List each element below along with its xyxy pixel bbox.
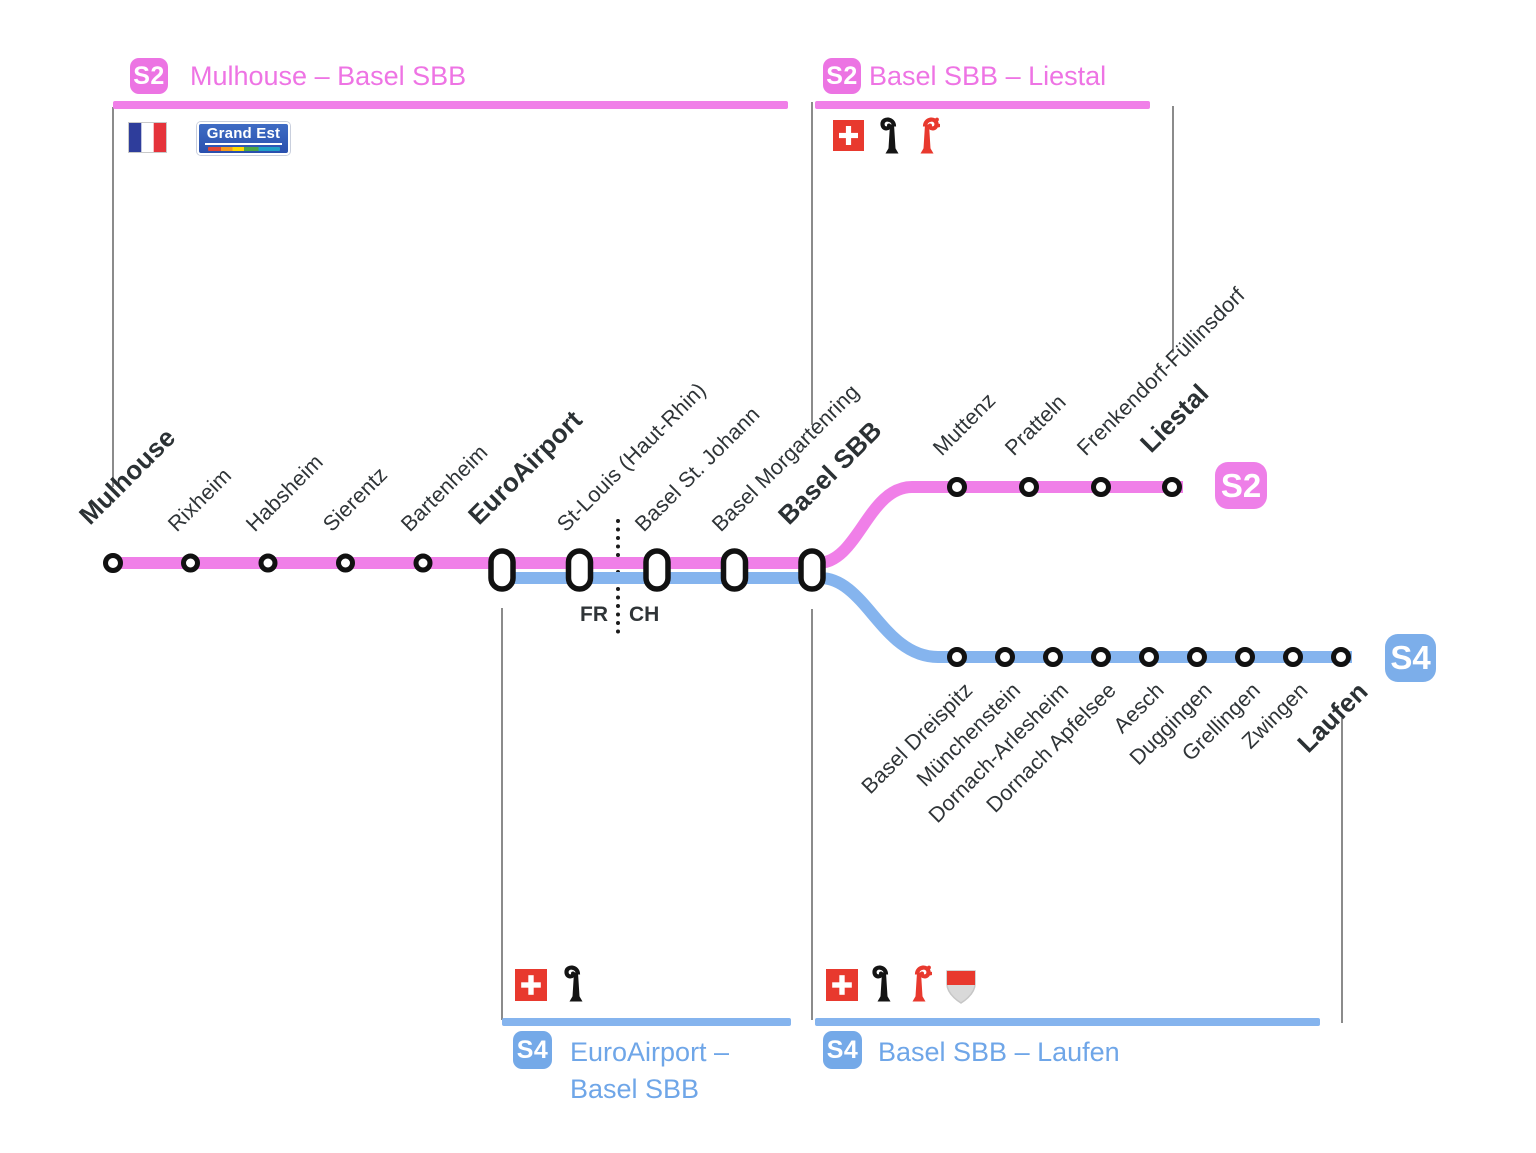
- arms-basel-landschaft-icon: [908, 964, 933, 1008]
- border-label-fr: FR: [580, 603, 608, 626]
- station-marker-dornach-apfelsee: [1091, 647, 1111, 667]
- station-marker-dornach-arlesheim: [1043, 647, 1063, 667]
- station-marker-stlouis: [565, 548, 594, 592]
- s4-header-title-right: Basel SBB – Laufen: [878, 1037, 1120, 1067]
- s2-header-rule-left: [113, 101, 788, 109]
- station-marker-habsheim: [258, 553, 278, 573]
- s4-line-end-badge: S4: [1385, 634, 1436, 682]
- arms-basel-stadt-icon: [879, 116, 903, 160]
- station-marker-rixheim: [181, 553, 200, 573]
- station-markers-s2-branch: [947, 477, 1182, 497]
- s4-header-title-left-line1: EuroAirport –: [570, 1037, 730, 1067]
- grand-est-logo-colorbar: [207, 147, 280, 151]
- station-marker-basel-dreispitz: [947, 647, 967, 667]
- station-marker-basel-st-johann: [643, 548, 671, 592]
- station-marker-mulhouse: [103, 553, 123, 573]
- grand-est-logo-text: Grand Est: [204, 126, 283, 145]
- connector-lines: [112, 102, 1343, 1023]
- s2-header-badge-left: S2: [130, 58, 168, 94]
- station-marker-sierentz: [336, 553, 355, 573]
- s2-header-title-right: Basel SBB – Liestal: [869, 61, 1107, 91]
- station-marker-frenkendorf: [1091, 477, 1111, 497]
- station-marker-pratteln: [1019, 477, 1039, 497]
- s4-header-badge-left: S4: [513, 1031, 552, 1069]
- station-marker-bartenheim: [413, 553, 433, 573]
- station-marker-euroairport: [488, 548, 516, 592]
- station-marker-duggingen: [1187, 647, 1207, 667]
- flag-switzerland-icon: [826, 969, 858, 1006]
- s4-header-rule-left: [502, 1018, 791, 1026]
- flag-switzerland-icon: [515, 969, 547, 1006]
- station-marker-liestal: [1162, 477, 1182, 497]
- flag-france-icon: [128, 122, 167, 158]
- s2-header-rule-right: [815, 101, 1150, 109]
- station-marker-aesch: [1139, 647, 1159, 667]
- station-marker-grellingen: [1235, 647, 1255, 667]
- s4-header-rule-right: [815, 1018, 1320, 1026]
- station-marker-laufen: [1331, 647, 1351, 667]
- s4-header-title-left-line2: Basel SBB: [570, 1074, 700, 1104]
- s2-header-badge-right: S2: [823, 58, 861, 94]
- arms-solothurn-icon: [945, 969, 977, 1010]
- s2-line-end-badge: S2: [1215, 462, 1267, 509]
- border-label-ch: CH: [629, 603, 660, 626]
- station-markers-s4-branch: [947, 647, 1351, 667]
- station-marker-zwingen: [1283, 647, 1303, 667]
- s2-header-title-left: Mulhouse – Basel SBB: [190, 61, 467, 91]
- arms-basel-stadt-icon: [871, 964, 895, 1008]
- grand-est-logo: Grand Est: [197, 122, 290, 155]
- station-markers-main: [103, 553, 433, 573]
- station-marker-muenchenstein: [995, 647, 1015, 667]
- station-marker-basel-sbb: [798, 548, 826, 592]
- station-marker-basel-morgartenring: [720, 548, 749, 592]
- arms-basel-stadt-icon: [563, 964, 587, 1008]
- station-marker-muttenz: [947, 477, 967, 497]
- s4-header-title-left: EuroAirport – Basel SBB: [570, 1034, 729, 1108]
- arms-basel-landschaft-icon: [916, 116, 941, 160]
- s4-header-badge-right: S4: [823, 1031, 862, 1069]
- flag-switzerland-icon: [833, 120, 864, 156]
- station-markers-shared: [488, 548, 826, 592]
- s4-line-path: [492, 572, 1352, 663]
